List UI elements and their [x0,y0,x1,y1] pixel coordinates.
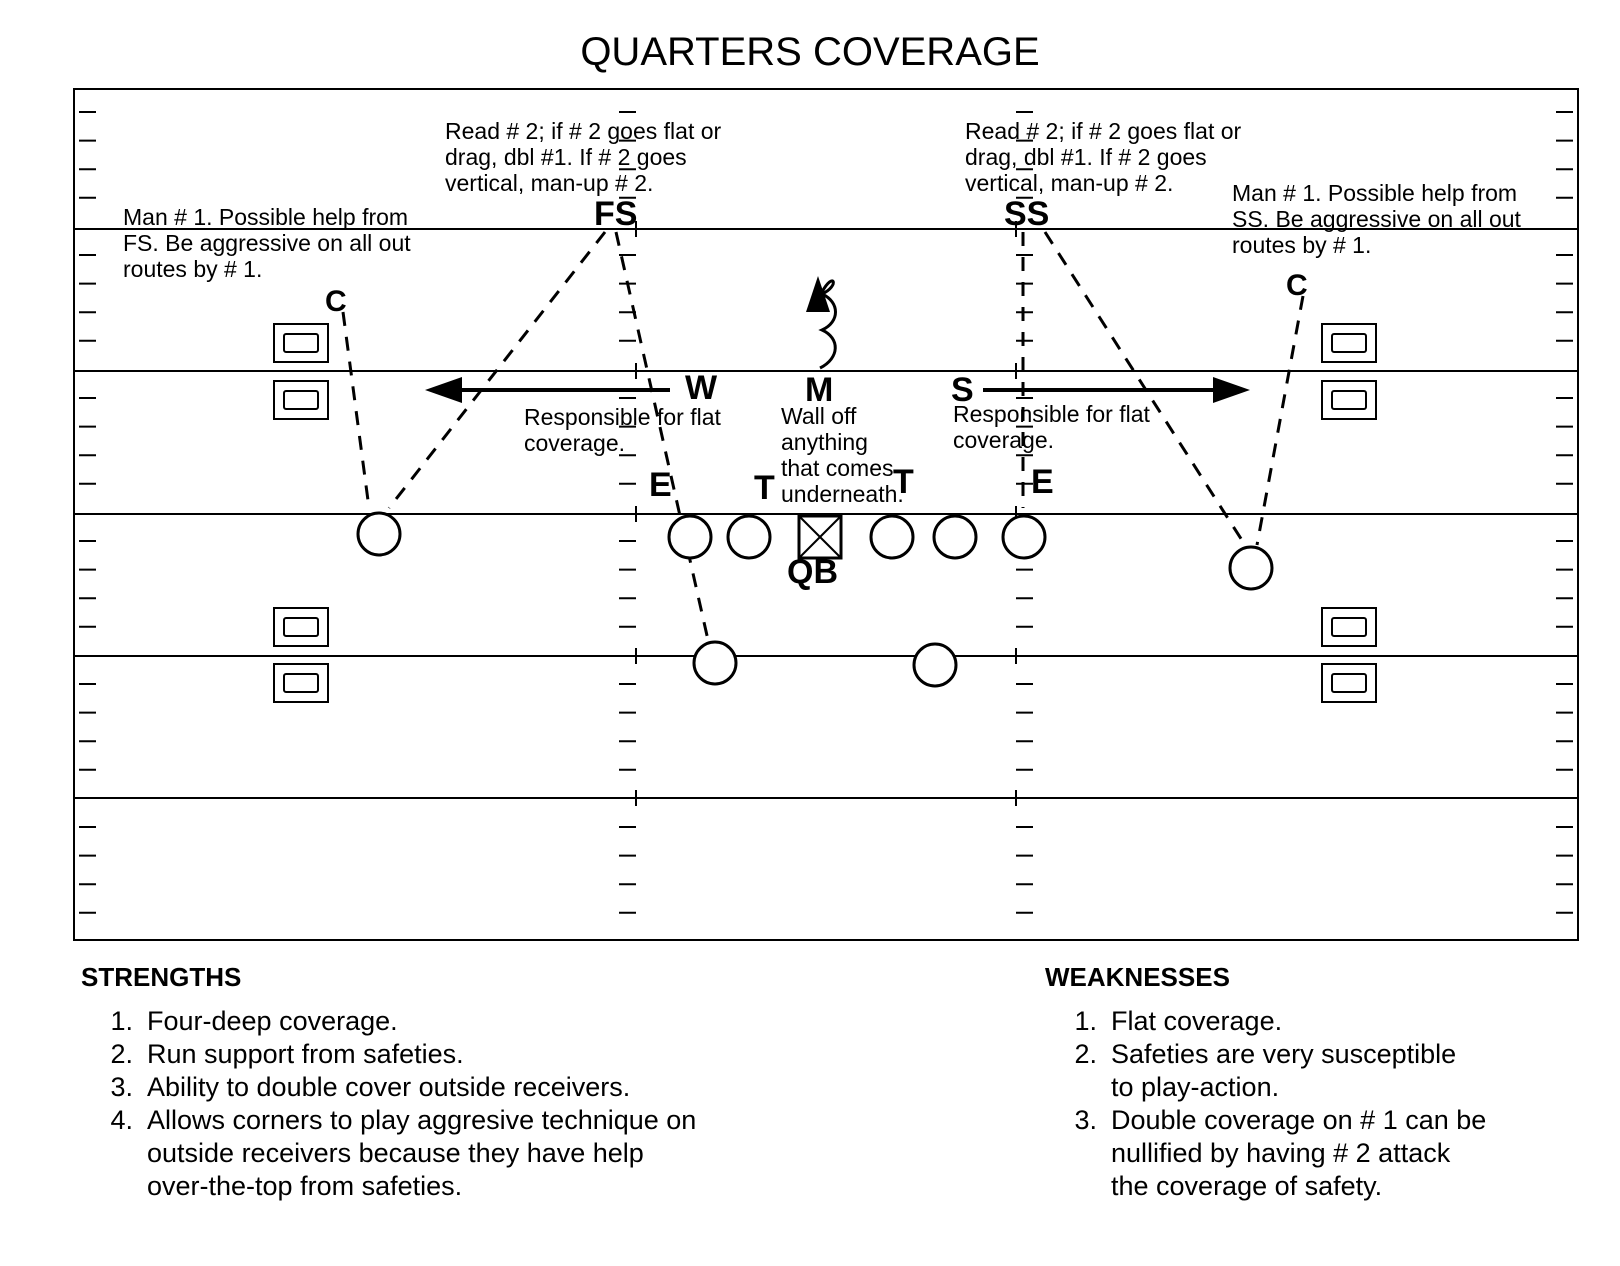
mike-wall-path [818,279,837,370]
list-item: 4.Allows corners to play aggresive techn… [110,1105,697,1201]
yard-number-inner [1331,617,1367,637]
strong-safety-label: SS [1004,195,1050,233]
yard-number-inner [1331,333,1367,353]
left-end-label: E [649,466,672,504]
fs-route-to-wr [387,231,607,509]
left-corner-route [341,311,371,509]
yard-number-inner [283,617,319,637]
will-label: W [685,369,718,407]
left-wide-receiver [356,511,402,557]
list-item: 2.Safeties are very susceptible to play-… [1074,1039,1457,1102]
free-safety-label: FS [594,195,638,233]
yard-number-box [1321,380,1377,420]
right-tackle [932,514,978,560]
fs-route-to-slot [614,231,710,641]
yard-number-inner [1331,390,1367,410]
left-running-back [692,640,738,686]
sam-arrowhead [1213,377,1250,403]
mike-note: Wall off anything that comes underneath. [781,403,904,507]
right-corner-route [1255,295,1305,546]
right-guard [869,514,915,560]
strengths-list: 1.Four-deep coverage. 2.Run support from… [81,1005,821,1203]
weaknesses-title: WEAKNESSES [1045,962,1230,992]
sam-note: Responsible for flat coverage. [953,401,1150,453]
ss-coverage-note: Read # 2; if # 2 goes flat or drag, dbl … [965,118,1242,196]
yard-number-inner [283,673,319,693]
center-x-2 [798,515,842,559]
right-corner-note: Man # 1. Possible help from SS. Be aggre… [1232,180,1521,258]
right-wide-receiver [1228,545,1274,591]
fs-coverage-note: Read # 2; if # 2 goes flat or drag, dbl … [445,118,722,196]
offensive-players [356,511,1274,688]
right-running-back [912,642,958,688]
left-tight-end [667,514,713,560]
left-tackle-label: T [754,469,775,507]
right-tackle-label: T [893,463,914,501]
quarterback-label: QB [787,553,838,591]
yard-number-box [1321,323,1377,363]
right-corner-label: C [1286,269,1308,302]
yard-number-box [1321,663,1377,703]
left-guard [726,514,772,560]
mike-arrowhead [806,276,830,312]
yard-number-box [273,607,329,647]
yard-number-inner [283,333,319,353]
weaknesses-list: 1.Flat coverage. 2.Safeties are very sus… [1045,1005,1565,1203]
list-item: 3.Double coverage on # 1 can be nullifie… [1074,1105,1487,1201]
left-corner-note: Man # 1. Possible help from FS. Be aggre… [123,204,411,282]
list-item: 1.Four-deep coverage. [110,1006,398,1036]
diagram-title: QUARTERS COVERAGE [580,30,1040,74]
yard-number-box [273,323,329,363]
yard-number-inner [1331,673,1367,693]
list-item: 2.Run support from safeties. [110,1039,464,1069]
yard-number-inner [283,390,319,410]
left-corner-label: C [325,285,347,318]
right-end-label: E [1031,463,1054,501]
right-tight-end [1001,514,1047,560]
will-note: Responsible for flat coverage. [524,404,721,456]
mike-label: M [805,371,834,409]
list-item: 3.Ability to double cover outside receiv… [110,1072,631,1102]
will-arrowhead [425,377,462,403]
list-item: 1.Flat coverage. [1074,1006,1283,1036]
yard-number-box [1321,607,1377,647]
yard-number-box [273,380,329,420]
strengths-title: STRENGTHS [81,962,242,992]
sam-label: S [951,371,974,409]
yard-number-box [273,663,329,703]
coverage-routes [341,231,1305,641]
